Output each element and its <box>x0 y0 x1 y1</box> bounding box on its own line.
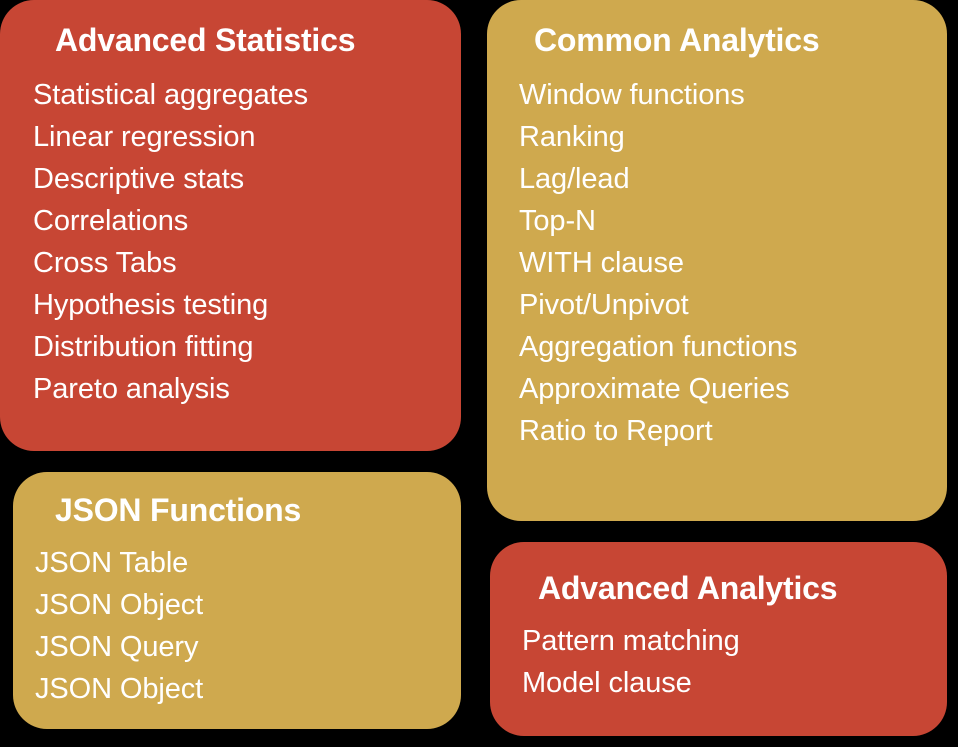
card-advanced-statistics[interactable]: Advanced Statistics Statistical aggregat… <box>0 0 461 451</box>
list-item: Linear regression <box>33 121 256 153</box>
list-item: Model clause <box>522 667 692 699</box>
list-item: Lag/lead <box>519 163 630 195</box>
list-item: Approximate Queries <box>519 373 790 405</box>
list-item: Cross Tabs <box>33 247 177 279</box>
list-item: JSON Object <box>35 589 204 621</box>
card-list-advanced-statistics: Statistical aggregates Linear regression… <box>33 74 461 410</box>
card-title-json-functions: JSON Functions <box>55 492 302 528</box>
list-item: Distribution fitting <box>33 331 254 363</box>
card-title-advanced-analytics: Advanced Analytics <box>538 570 838 606</box>
list-item: Top-N <box>519 205 596 237</box>
card-title-common-analytics: Common Analytics <box>534 22 820 58</box>
list-item: Aggregation functions <box>519 331 798 363</box>
card-json-functions[interactable]: JSON Functions JSON Table JSON Object JS… <box>13 472 461 729</box>
list-item: Ratio to Report <box>519 415 713 447</box>
list-item: Statistical aggregates <box>33 79 309 111</box>
card-common-analytics[interactable]: Common Analytics Window functions Rankin… <box>487 0 947 521</box>
list-item: Ranking <box>519 121 625 153</box>
card-list-json-functions: JSON Table JSON Object JSON Query JSON O… <box>35 542 461 710</box>
list-item: Window functions <box>519 79 745 111</box>
list-item: JSON Object <box>35 673 204 705</box>
list-item: JSON Table <box>35 547 189 579</box>
list-item: JSON Query <box>35 631 199 663</box>
list-item: Pattern matching <box>522 625 740 657</box>
card-advanced-analytics[interactable]: Advanced Analytics Pattern matching Mode… <box>490 542 947 736</box>
card-title-advanced-statistics: Advanced Statistics <box>55 22 356 58</box>
card-list-common-analytics: Window functions Ranking Lag/lead Top-N … <box>519 74 947 452</box>
list-item: Pareto analysis <box>33 373 230 405</box>
list-item: Pivot/Unpivot <box>519 289 689 321</box>
list-item: Hypothesis testing <box>33 289 269 321</box>
card-list-advanced-analytics: Pattern matching Model clause <box>522 620 947 704</box>
list-item: WITH clause <box>519 247 684 279</box>
list-item: Descriptive stats <box>33 163 245 195</box>
list-item: Correlations <box>33 205 189 237</box>
